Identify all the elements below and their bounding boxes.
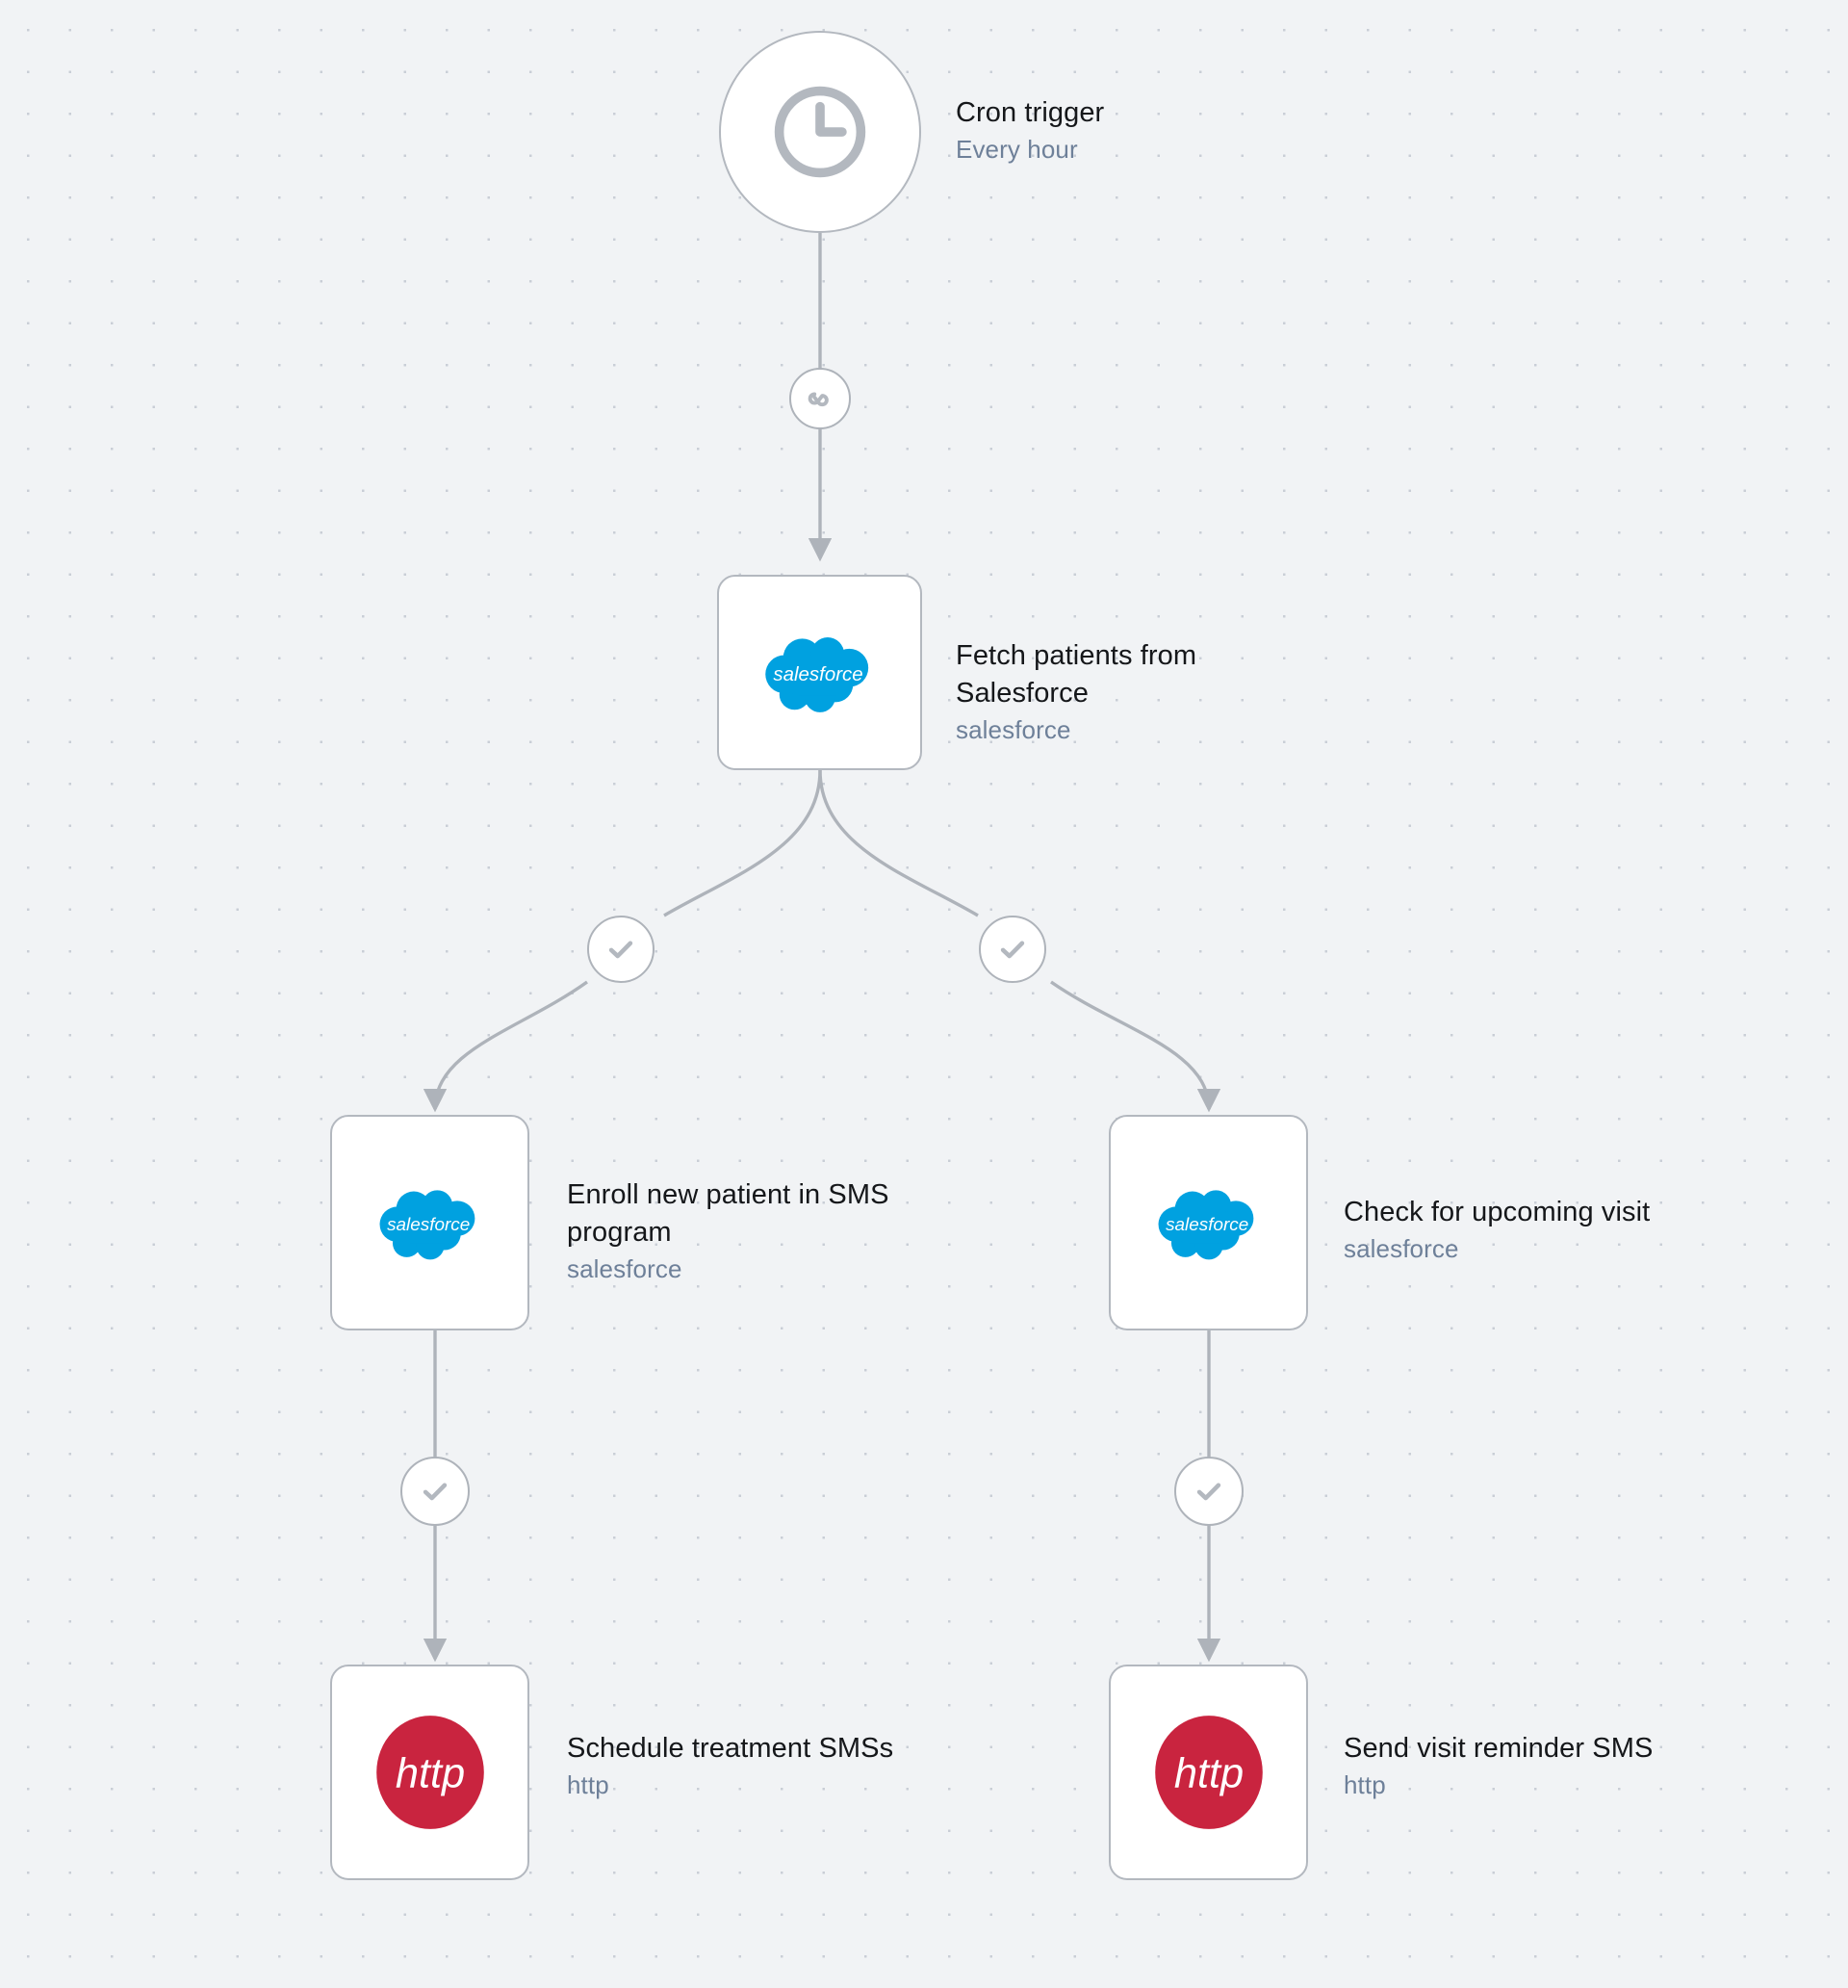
label-cron-trigger: Cron trigger Every hour [956,94,1360,167]
label-enroll-patient: Enroll new patient in SMS program salesf… [567,1176,981,1286]
label-fetch-patients: Fetch patients from Salesforce salesforc… [956,637,1379,747]
node-subtitle: http [1344,1770,1386,1799]
salesforce-wordmark: salesforce [1166,1214,1248,1234]
label-check-visit: Check for upcoming visit salesforce [1344,1194,1758,1266]
http-icon: http [375,1716,484,1829]
http-icon: http [1154,1716,1263,1829]
salesforce-icon: salesforce [1158,1189,1253,1259]
check-icon [423,1483,448,1501]
left-chain-badge[interactable] [400,1457,470,1526]
node-subtitle: salesforce [1344,1234,1459,1263]
node-title: Schedule treatment SMSs [567,1733,894,1764]
node-subtitle: salesforce [567,1254,682,1283]
node-fetch-patients[interactable]: salesforce [717,575,922,770]
node-enroll-patient[interactable]: salesforce [330,1115,529,1330]
node-title: Fetch patients from Salesforce [956,640,1197,709]
check-icon [608,941,633,959]
node-title: Check for upcoming visit [1344,1197,1651,1227]
label-send-reminder: Send visit reminder SMS http [1344,1730,1786,1802]
salesforce-icon: salesforce [764,636,868,712]
node-title: Cron trigger [956,97,1105,128]
right-chain-badge[interactable] [1174,1457,1244,1526]
edge-fetch-to-enroll [663,769,822,917]
clock-icon [774,86,866,178]
edge-check-branch-tail [1050,980,1221,1113]
salesforce-wordmark: salesforce [387,1214,470,1234]
infinity-icon [808,392,829,407]
branch-right-badge[interactable] [979,916,1046,983]
node-title: Enroll new patient in SMS program [567,1179,889,1248]
node-cron-trigger[interactable] [719,31,921,233]
check-icon [1196,1483,1221,1501]
http-wordmark: http [1173,1751,1243,1797]
edge-enroll-branch-tail [423,980,588,1113]
edge-fetch-to-check [818,769,979,917]
http-wordmark: http [395,1751,464,1797]
check-icon [1000,941,1025,959]
node-title: Send visit reminder SMS [1344,1733,1654,1764]
node-subtitle: http [567,1770,609,1799]
salesforce-wordmark: salesforce [773,662,862,684]
salesforce-icon: salesforce [379,1189,475,1259]
node-check-visit[interactable]: salesforce [1109,1115,1308,1330]
label-schedule-sms: Schedule treatment SMSs http [567,1730,1010,1802]
node-subtitle: salesforce [956,715,1071,744]
branch-left-badge[interactable] [587,916,654,983]
node-schedule-sms[interactable]: http [330,1665,529,1880]
loop-badge[interactable] [789,368,851,429]
node-subtitle: Every hour [956,135,1078,164]
node-send-reminder[interactable]: http [1109,1665,1308,1880]
